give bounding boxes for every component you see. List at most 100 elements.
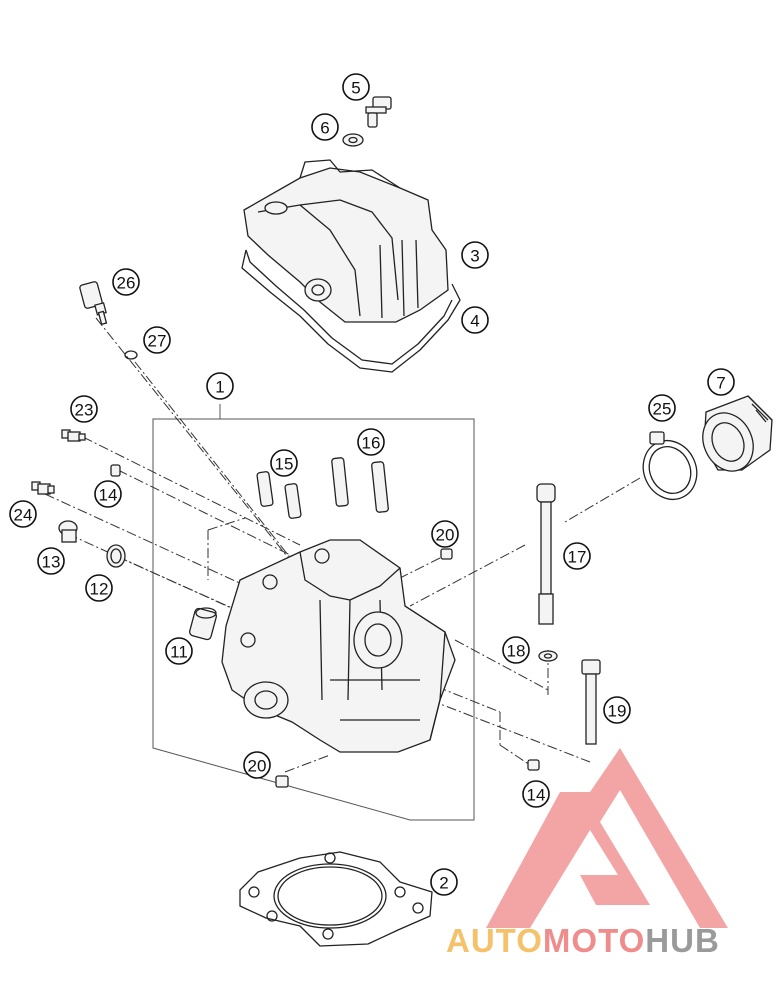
callout-circle [165,637,193,665]
hose-clamp [642,431,698,500]
callout-circle [707,368,735,396]
callout-circle [522,780,550,808]
callout-3: 3 [461,241,489,269]
callout-number: 18 [507,642,526,661]
callout-number: 2 [439,874,448,893]
callout-17: 17 [563,542,591,570]
callout-circle [70,395,98,423]
callout-number: 20 [436,526,455,545]
plug-upper [440,548,453,560]
screw-plug-right [527,759,540,771]
callout-number: 15 [275,455,294,474]
callout-circle [9,500,37,528]
callout-circle [357,428,385,456]
watermark-word-moto: MOTO [543,922,645,959]
callout-circle [342,73,370,101]
watermark-word-auto: AUTO [446,922,543,959]
callout-19: 19 [603,696,631,724]
callout-20: 20 [431,520,459,548]
callout-25: 25 [648,394,676,422]
cylinder-head [221,539,456,753]
sensor-o-ring [124,350,138,360]
valve-guides [256,471,302,519]
callout-number: 6 [320,119,329,138]
callout-12: 12 [85,574,113,602]
callout-number: 20 [248,757,267,776]
callout-15: 15 [270,449,298,477]
plug-lower [275,775,289,788]
callout-number: 24 [14,506,33,525]
valve-cover [243,159,449,323]
callout-circle [603,696,631,724]
callout-11: 11 [165,637,193,665]
callout-7: 7 [707,368,735,396]
callout-circle [243,751,271,779]
watermark-logo: AUTOMOTOHUB [446,748,728,959]
svg-text:AUTOMOTOHUB: AUTOMOTOHUB [446,922,720,959]
callout-number: 4 [470,312,479,331]
callout-14: 14 [522,780,550,808]
callout-circle [431,520,459,548]
callout-number: 25 [653,400,672,419]
callout-number: 11 [170,643,188,662]
bolt-washer [342,133,364,147]
callout-number: 16 [362,434,381,453]
callout-16: 16 [357,428,385,456]
head-bolt-washer [538,650,558,662]
callout-circle [143,326,171,354]
callout-circle [270,449,298,477]
callout-20: 20 [243,751,271,779]
callout-circle [112,268,140,296]
cylinder-head-bolt-short [581,659,601,745]
leader-lines [44,317,641,773]
callout-circle [461,241,489,269]
callout-13: 13 [37,547,65,575]
callout-circle [206,372,234,400]
callout-number: 1 [215,378,224,397]
callout-number: 17 [568,548,587,567]
callout-number: 7 [716,374,725,393]
callout-number: 14 [99,486,118,505]
dowel-sleeve [189,607,217,641]
callout-labels: 1234567111213141415161718192020232425262… [9,73,735,896]
callout-number: 5 [351,79,360,98]
callout-number: 14 [527,786,546,805]
callout-2: 2 [430,868,458,896]
cylinder-head-gasket [239,851,433,947]
seal-ring [106,544,126,568]
nozzle-fitting [31,481,55,495]
callout-circle [94,480,122,508]
callout-circle [311,113,339,141]
callout-circle [648,394,676,422]
callout-number: 3 [470,247,479,266]
callout-27: 27 [143,326,171,354]
callout-24: 24 [9,500,37,528]
callout-number: 19 [608,702,627,721]
callout-circle [563,542,591,570]
callout-circle [430,868,458,896]
valve-cover-gasket [241,249,461,373]
callout-18: 18 [502,636,530,664]
callout-26: 26 [112,268,140,296]
callout-number: 23 [75,401,94,420]
callout-1: 1 [206,372,234,400]
callout-number: 26 [117,274,136,293]
callout-5: 5 [342,73,370,101]
intake-flange [702,395,773,472]
callout-circle [461,306,489,334]
callout-circle [85,574,113,602]
callout-number: 13 [42,553,61,572]
callout-circle [37,547,65,575]
screw-plug-left [110,464,121,477]
watermark-logo-mark [486,748,728,928]
callout-number: 12 [90,580,109,599]
callout-4: 4 [461,306,489,334]
callout-circle [502,636,530,664]
callout-23: 23 [70,395,98,423]
breather-nipple [61,429,86,442]
screw-plug [58,520,78,543]
cylinder-head-bolt-long [536,483,556,625]
watermark-word-hub: HUB [645,922,720,959]
temperature-sensor [79,281,108,326]
